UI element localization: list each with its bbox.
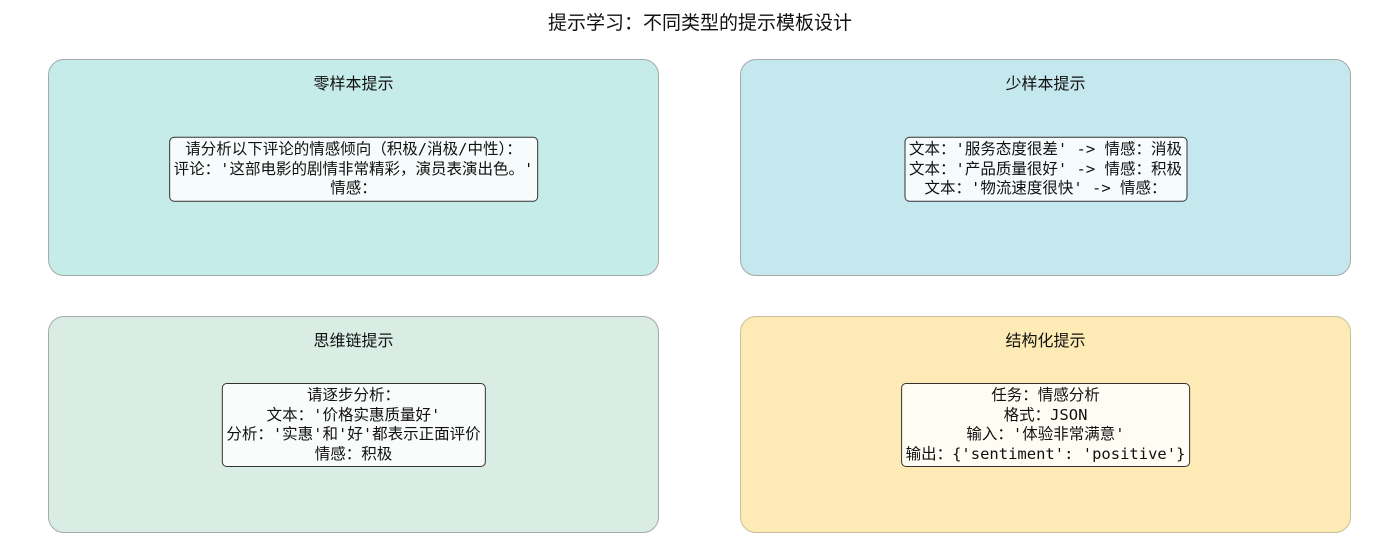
prompt-box: 请逐步分析：文本：'价格实惠质量好'分析：'实惠'和'好'都表示正面评价情感：积… bbox=[221, 383, 486, 467]
prompt-line: 任务：情感分析 bbox=[991, 386, 1100, 404]
prompt-line: 评论：'这部电影的剧情非常精彩，演员表演出色。' bbox=[173, 159, 534, 178]
prompt-line: 情感：积极 bbox=[314, 444, 393, 463]
panel-few-shot: 少样本提示 文本：'服务态度很差' -> 情感：消极文本：'产品质量很好' ->… bbox=[740, 59, 1351, 276]
prompt-line: 情感： bbox=[330, 178, 377, 197]
prompt-line: 文本：'服务态度很差' -> 情感：消极 bbox=[909, 139, 1182, 158]
diagram-title: 提示学习：不同类型的提示模板设计 bbox=[547, 12, 852, 34]
prompt-line: 文本：'价格实惠质量好' bbox=[266, 405, 441, 424]
panel-title: 零样本提示 bbox=[313, 74, 394, 93]
prompt-line: 文本：'物流速度很快' -> 情感： bbox=[924, 178, 1167, 197]
prompt-line: 格式：JSON bbox=[1003, 405, 1088, 424]
prompt-line: 请分析以下评论的情感倾向（积极/消极/中性）： bbox=[185, 139, 522, 158]
prompt-line: 输出：{'sentiment': 'positive'} bbox=[905, 444, 1186, 463]
prompt-box: 请分析以下评论的情感倾向（积极/消极/中性）：评论：'这部电影的剧情非常精彩，演… bbox=[168, 136, 539, 202]
panel-title: 少样本提示 bbox=[1005, 74, 1086, 93]
prompt-line: 文本：'产品质量很好' -> 情感：积极 bbox=[909, 159, 1182, 178]
prompt-line: 输入：'体验非常满意' bbox=[966, 425, 1125, 443]
prompt-box: 文本：'服务态度很差' -> 情感：消极文本：'产品质量很好' -> 情感：积极… bbox=[904, 136, 1187, 202]
panel-zero-shot: 零样本提示 请分析以下评论的情感倾向（积极/消极/中性）：评论：'这部电影的剧情… bbox=[48, 59, 659, 276]
prompt-line: 请逐步分析： bbox=[306, 386, 400, 404]
panel-title: 思维链提示 bbox=[313, 331, 394, 350]
panel-chain-of-thought: 思维链提示 请逐步分析：文本：'价格实惠质量好'分析：'实惠'和'好'都表示正面… bbox=[48, 316, 659, 533]
prompt-line: 分析：'实惠'和'好'都表示正面评价 bbox=[226, 425, 481, 443]
panel-title: 结构化提示 bbox=[1005, 331, 1086, 350]
